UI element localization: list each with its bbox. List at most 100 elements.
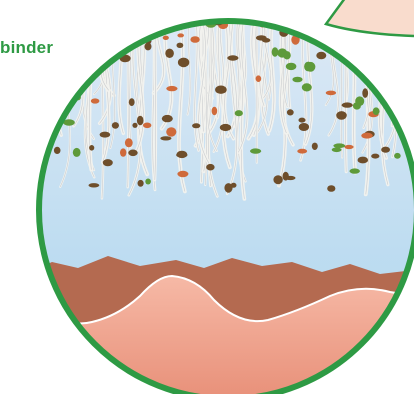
binder-particle	[394, 153, 401, 159]
binder-particle	[327, 185, 335, 192]
binder-particle	[374, 38, 384, 42]
binder-particle	[402, 88, 411, 97]
binder-particle	[138, 180, 144, 187]
binder-particle	[132, 123, 137, 128]
binder-particle	[316, 52, 326, 59]
binder-fibre	[56, 10, 60, 129]
binder-particle	[137, 116, 144, 126]
binder-particle	[231, 183, 237, 188]
binder-particle	[292, 77, 302, 83]
binder-fibre	[48, 10, 53, 107]
binder-particle	[166, 86, 177, 91]
binder-particle	[90, 57, 97, 66]
binder-particle	[212, 107, 218, 115]
binder-particle	[355, 96, 364, 106]
binder-particle	[62, 56, 71, 60]
binder-particle	[176, 152, 187, 157]
binder-particle	[256, 35, 267, 40]
binder-fibre-shade	[63, 10, 71, 106]
binder-particle	[283, 51, 291, 59]
binder-particle	[83, 19, 88, 26]
binder-particle	[84, 36, 95, 45]
binder-fibre	[58, 10, 59, 131]
binder-particle	[165, 49, 174, 58]
binder-particle	[125, 138, 133, 147]
binder-particle	[285, 176, 295, 180]
binder-particle	[350, 168, 360, 173]
binder-fibre	[63, 10, 71, 106]
binder-particle	[215, 86, 227, 94]
binder-particle	[128, 150, 137, 157]
binder-fibre-shade	[58, 10, 59, 131]
binder-particle	[160, 136, 171, 140]
binder-particle	[361, 133, 372, 139]
binder-particle	[98, 42, 105, 49]
binder-particle	[177, 33, 184, 37]
binder-particle	[112, 122, 119, 129]
binder-particle	[286, 63, 297, 70]
binder-particle	[35, 69, 46, 79]
binder-particle	[312, 143, 318, 150]
binder-particle	[48, 21, 55, 30]
binder-particle	[145, 179, 151, 185]
binder-particle	[287, 109, 294, 115]
binder-fibre-shade	[48, 10, 53, 107]
binder-particle	[89, 145, 94, 151]
binder-particle	[299, 118, 306, 123]
binder-particle	[279, 18, 285, 24]
binder-particle	[256, 75, 262, 82]
binder-particle	[89, 183, 100, 187]
binder-particle	[95, 41, 105, 45]
binder-fibre	[37, 10, 46, 117]
binder-particle	[362, 88, 368, 98]
binder-particle	[73, 148, 81, 157]
binder-particle	[371, 154, 379, 159]
binder-particle	[163, 36, 169, 40]
binder-particle	[386, 68, 396, 76]
binder-particle	[273, 175, 282, 184]
binder-fibre-shade	[39, 10, 40, 144]
binder-particle	[333, 143, 345, 148]
binder-particle	[326, 91, 336, 96]
binder-particle	[376, 45, 385, 51]
binder-particle	[297, 149, 307, 154]
binder-particle	[145, 43, 152, 51]
binder-particle	[129, 98, 135, 106]
binder-particle	[100, 132, 111, 138]
binder-particle	[120, 148, 126, 156]
binder-particle	[96, 33, 103, 40]
binder-particle	[250, 148, 261, 153]
binder-particle	[190, 36, 199, 43]
binder-particle	[91, 98, 100, 103]
binder-particle	[220, 124, 231, 131]
binder-particle	[192, 123, 200, 128]
binder-particle	[46, 102, 55, 106]
binder-particle	[299, 123, 309, 131]
binder-particle	[336, 111, 347, 120]
binder-particle	[302, 83, 312, 91]
binder-particle	[74, 18, 84, 27]
binder-particle	[235, 110, 243, 116]
binder-particle	[385, 44, 391, 48]
binder-particle	[70, 38, 80, 47]
binder-particle	[344, 145, 353, 149]
binder-particle	[342, 102, 353, 107]
binder-fibre	[39, 10, 40, 144]
binder-fibre-shade	[47, 10, 50, 124]
binder-particle	[41, 38, 50, 47]
binder-particle	[227, 55, 238, 60]
binder-particle	[162, 115, 173, 122]
binder-particle	[67, 87, 76, 96]
binder-particle	[332, 148, 342, 153]
binder-fibre-shade	[37, 10, 46, 117]
binder-fibre-shade	[56, 10, 60, 129]
binder-particle	[381, 147, 390, 153]
binder-particle	[206, 164, 214, 171]
binder-fibre	[47, 10, 50, 124]
binder-particle	[143, 123, 151, 129]
binder-particle	[177, 171, 188, 177]
callout-bubble	[326, 0, 414, 36]
binder-particle	[166, 127, 176, 136]
